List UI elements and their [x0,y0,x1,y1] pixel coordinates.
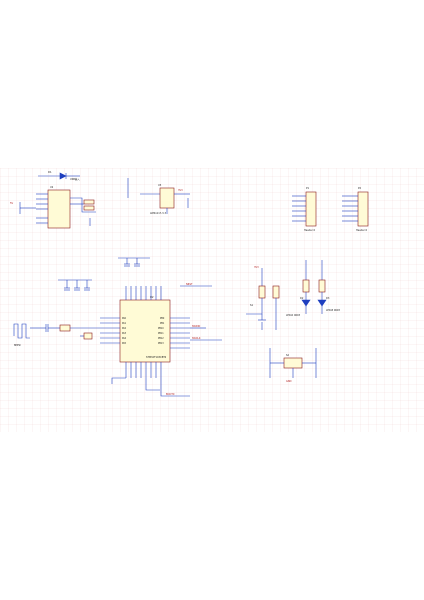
mcu-part: STM32F103C8T6 [146,356,167,359]
ldo-body [159,187,175,209]
mcu-pin-pb12: PB12 [158,337,164,340]
vcc-net: 3V3 [178,189,183,192]
led1-name: LED-R 0603 [286,314,301,317]
crystal-block [13,323,100,340]
grid-background [0,168,424,432]
led-switch-block [246,260,327,378]
header-p2-ref: P2 [358,187,361,190]
net-nrst: NRST [186,283,193,286]
mcu-pin-pa5: PA5 [122,342,127,345]
schematic-drawing: D1 USB输入 U2 5V U3 AMS1117-3.3 3V3 P1 Hea… [0,168,424,432]
mcu-pin-pa0: PA0 [122,317,127,320]
header-p1-body [305,191,317,227]
led1-ref: D2 [300,297,304,300]
net-boot0: BOOT0 [166,393,175,396]
mcu-ref: U2 [150,295,154,299]
mcu-pin-pa3: PA3 [122,332,127,335]
right-vcc-net: 3V3 [254,266,259,269]
ldo-block [127,178,190,214]
mcu-pin-pb11: PB11 [158,332,164,335]
mcu-block [58,257,222,397]
led2-name: LED-B 0603 [326,309,340,312]
crystal-part: 8MHz [14,344,21,347]
usb-annotation: USB输入 [70,177,80,181]
header-p2-part: Header 6 [356,229,367,232]
crystal-waveform [13,323,30,339]
usb-power-block [19,172,96,229]
header-p2-body [357,191,369,227]
diode-symbol [59,172,67,180]
net-swclk: SWCLK [192,337,201,340]
right-gnd-net: GND [286,380,292,383]
ldo-ref: U3 [158,184,162,187]
mcu-pin-pa1: PA1 [122,322,127,325]
led2-ref: D3 [326,297,330,300]
diode-ref: D1 [48,170,52,174]
ldo-part: AMS1117-3.3 [150,212,166,215]
usb-chip-body [47,189,71,229]
mcu-pin-pa2: PA2 [122,327,127,330]
mcu-body [119,299,171,363]
headers-block [292,191,369,227]
mcu-pin-pa4: PA4 [122,337,127,340]
mcu-pin-pb0: PB0 [160,317,165,320]
switch-s2-ref: S2 [286,354,290,357]
net-swdio: SWDIO [192,325,200,328]
usb-chip-ref: U2 [50,186,54,189]
mcu-pin-pb1: PB1 [160,322,165,325]
switch-s1-ref: S1 [250,304,254,307]
switch-s2-body [283,357,303,369]
power-net-5v: 5V [10,202,14,205]
mcu-pin-pb13: PB13 [158,342,164,345]
header-p1-part: Header 6 [304,229,315,232]
mcu-pin-pb10: PB10 [158,327,164,330]
header-p1-ref: P1 [306,187,309,190]
